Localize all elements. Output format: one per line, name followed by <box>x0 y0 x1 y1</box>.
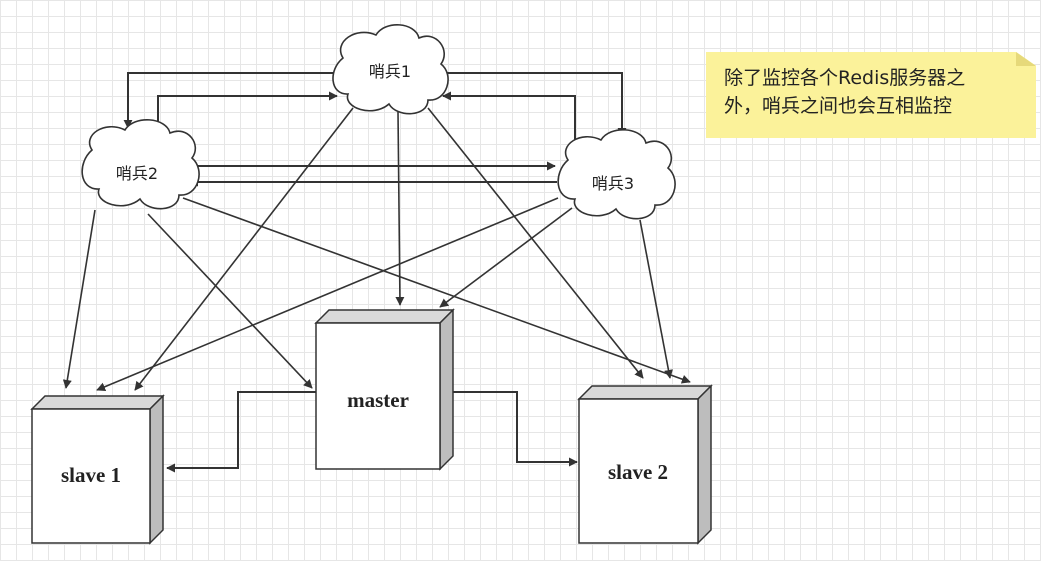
connector-s1-to-master <box>395 111 405 306</box>
sentinel-3-label: 哨兵3 <box>592 174 634 193</box>
cloud-shape <box>557 129 676 220</box>
cube-front <box>31 408 151 544</box>
sentinel-3: 哨兵3 <box>557 129 676 220</box>
sentinel-1-label: 哨兵1 <box>369 62 411 81</box>
note-line-2: 外，哨兵之间也会互相监控 <box>724 95 953 117</box>
cube-top <box>30 395 165 410</box>
slave1-server: slave 1 <box>30 394 165 545</box>
cube-top <box>314 309 455 324</box>
connector-master-to-slave1 <box>166 391 316 473</box>
sentinel-2: 哨兵2 <box>81 119 200 210</box>
master-server: master <box>314 308 455 471</box>
cube-side <box>697 384 712 545</box>
connector-s3-to-slave2 <box>639 219 673 379</box>
connector-s1-to-s3 <box>445 72 627 137</box>
cube-front <box>578 398 699 544</box>
connector-s3-to-s1 <box>442 91 576 145</box>
note-line-1: 除了监控各个Redis服务器之 <box>724 67 966 89</box>
master-label: master <box>347 388 409 412</box>
connector-s1-to-slave1 <box>134 107 354 391</box>
connector-s2-to-s1 <box>157 91 338 136</box>
sentinel-2-label: 哨兵2 <box>116 164 158 183</box>
cloud-shape <box>81 119 200 210</box>
connector-s2-to-slave1 <box>62 209 96 389</box>
cloud-shape <box>332 24 449 115</box>
connector-master-to-slave2 <box>441 391 578 467</box>
annotation-note: 除了监控各个Redis服务器之 外，哨兵之间也会互相监控 <box>706 52 1036 138</box>
connector-s1-to-slave2 <box>427 107 644 379</box>
cube-side <box>149 394 164 545</box>
connector-s3-to-slave1 <box>96 197 559 392</box>
slave2-server: slave 2 <box>577 384 713 545</box>
cube-front <box>315 322 441 470</box>
cube-side <box>439 308 454 471</box>
connector-s2-to-slave2 <box>182 197 691 384</box>
connector-s1-to-s2 <box>123 72 333 129</box>
connector-s2-to-master <box>147 213 313 389</box>
slave2-label: slave 2 <box>608 460 668 484</box>
sentinel-1: 哨兵1 <box>332 24 449 115</box>
cube-top <box>577 385 713 400</box>
connector-s3-to-master <box>439 207 573 308</box>
slave1-label: slave 1 <box>61 463 121 487</box>
